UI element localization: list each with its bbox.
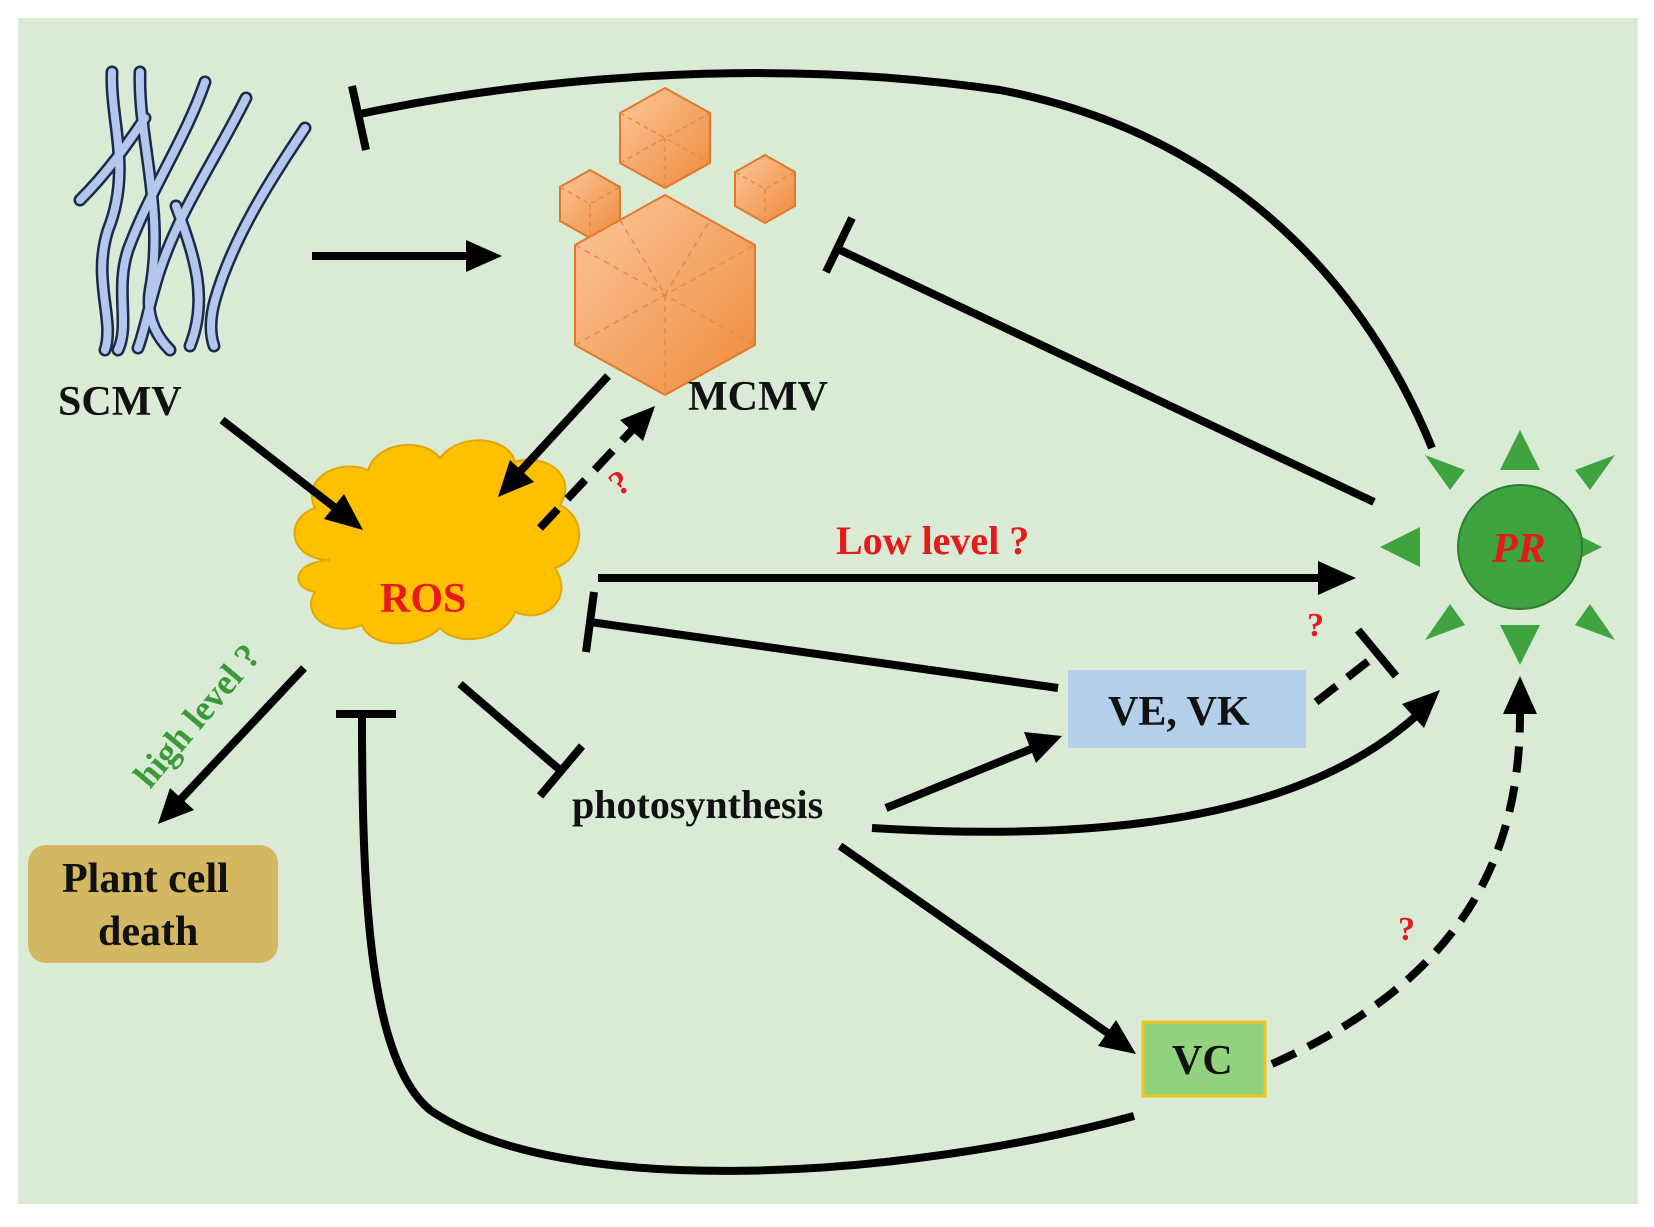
low-level-label: Low level ? <box>836 518 1029 563</box>
edge-photosynthesis-to-vevk <box>884 732 1062 812</box>
vc-label: VC <box>1172 1038 1233 1084</box>
edge-photosynthesis-to-vc <box>837 842 1136 1054</box>
edge-pr-inhibits-mcmv <box>822 216 1376 506</box>
edge-pr-inhibits-scmv <box>348 69 1436 450</box>
edge-vc-to-pr-dashed <box>1270 676 1537 1068</box>
pr-label: PR <box>1491 526 1546 572</box>
edge-mcmv-to-ros <box>498 373 611 497</box>
ve-vk-label: VE, VK <box>1108 689 1250 735</box>
edge-scmv-to-ros <box>219 416 363 530</box>
ve-vk-box <box>1068 670 1306 748</box>
edge-ros-inhibits-photosynthesis <box>457 680 586 799</box>
scmv-label: SCMV <box>58 379 182 425</box>
plant-cell-death-line2: death <box>98 909 198 955</box>
photosynthesis-label: photosynthesis <box>572 782 823 827</box>
edge-ros-to-pr <box>598 561 1356 595</box>
edge-vevk-inhibits-pr-dashed <box>1313 627 1400 706</box>
edge-vc-inhibits-ros <box>336 710 1136 1175</box>
sun-burst-icon <box>1380 430 1615 665</box>
ros-label: ROS <box>380 576 466 622</box>
plant-cell-death-line1: Plant cell <box>62 856 229 902</box>
mcmv-icon <box>559 86 796 397</box>
question-vevk-pr: ? <box>1307 607 1324 644</box>
edge-ros-to-mcmv-dashed <box>537 406 655 531</box>
vc-box <box>1141 1020 1267 1098</box>
question-vc-pr: ? <box>1398 911 1415 948</box>
edge-vevk-inhibits-ros <box>582 591 1059 692</box>
edge-scmv-to-mcmv <box>312 240 502 272</box>
mcmv-label: MCMV <box>688 374 828 420</box>
plant-cell-death-box <box>28 845 278 963</box>
edge-photosynthesis-to-pr <box>871 690 1440 836</box>
scmv-icon <box>73 65 312 357</box>
edge-ros-to-plant-cell-death <box>158 665 307 824</box>
diagram-background <box>18 18 1638 1204</box>
